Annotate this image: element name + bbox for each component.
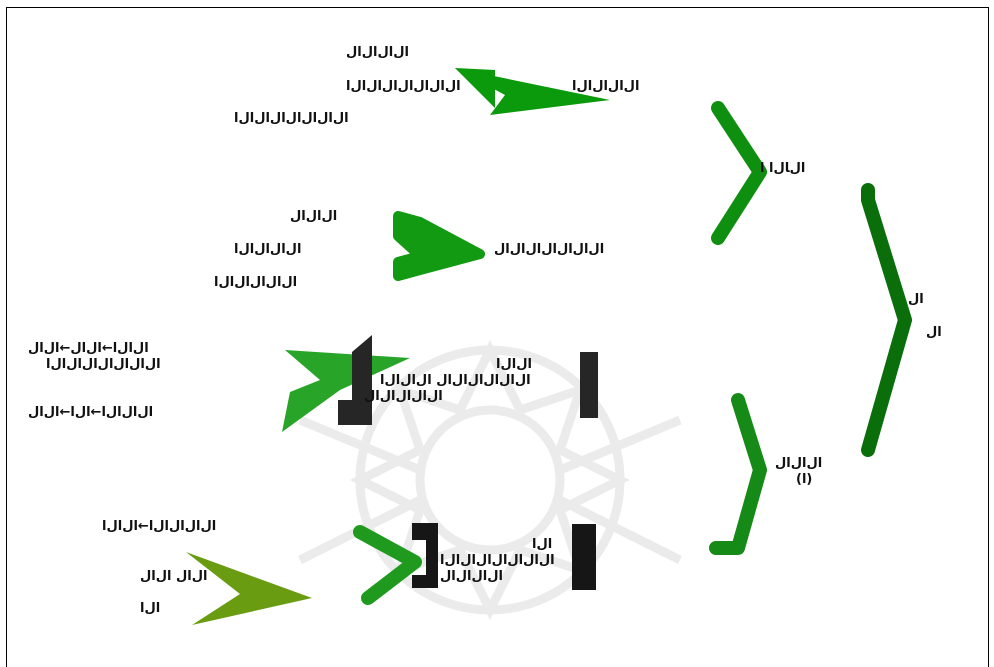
- node-a-line-3: ﺍﻝﺍﻝﺍﻝﺍﻝﺍﻝﺍﻝﺍﻝﺍ: [234, 111, 349, 126]
- node-d-line-3: ﺍﻝﺍ: [140, 601, 161, 616]
- node-d-target-2: ﺍﻝﺍﻝﺍﻝﺍﻝﺍﻝﺍﻝﺍﻝﺍ: [440, 553, 555, 568]
- root-label-1: ﺍﻝ: [908, 292, 924, 307]
- root-label-2: ﺍﻝ: [926, 325, 942, 340]
- node-d-line-1: ﺍﻝﺍﻝﺍﻝﺍﻝﺍ←ﺍﻝﺍﻝﺍ: [102, 519, 217, 534]
- node-d-line-2: ﺍﻝﺍﻝ ﺍﻝﺍﻝ: [140, 569, 208, 584]
- node-c-line-1: ﺍﻝﺍﻝﺍ←ﺍﻝﺍﻝ←ﺍﻝﺍﻝ: [28, 341, 149, 356]
- node-c-line-2: ﺍﻝﺍﻝﺍﻝﺍﻝﺍﻝﺍﻝﺍﻝﺍ: [46, 357, 161, 372]
- node-a-target: ﺍﻝﺍﻝﺍﻝﺍﻝﺍ: [572, 79, 640, 94]
- node-d-target-3: ﺍﻝﺍﻝﺍﻝﺍﻝ: [440, 569, 503, 584]
- arrow-c: [282, 350, 410, 432]
- node-b-line-1: ﺍﻝﺍﻝﺍﻝ: [290, 209, 338, 224]
- watermark-rosette-icon: [297, 339, 683, 621]
- node-b-line-2: ﺍﻝﺍﻝﺍﻝﺍﻝﺍ: [234, 242, 302, 257]
- brace-bottom: [709, 393, 767, 555]
- node-c-target-3: ﺍﻝﺍﻝﺍﻝﺍﻝﺍﻝ: [364, 389, 443, 404]
- brace-root: [861, 183, 912, 457]
- arrow-a-tail: [455, 68, 495, 108]
- node-c-line-3: ﺍﻝﺍﻝﺍﻝﺍ←ﺍﻝﺍ←ﺍﻝﺍﻝ: [28, 405, 154, 420]
- arrow-d: [353, 525, 422, 605]
- arrow-b: [393, 211, 485, 281]
- group-bottom-label: ﺍﻝﺍﻝﺍﻝ: [775, 456, 823, 471]
- arrow-e: [186, 552, 312, 625]
- brace-top: [711, 101, 767, 245]
- paren-d-left: [412, 523, 438, 588]
- paren-d-right: [572, 524, 596, 590]
- paren-c-left: [338, 335, 372, 425]
- group-top-label: ﺍﻝﺎﻝﺍ ﺍ: [760, 161, 806, 176]
- paren-c-right: [580, 352, 598, 418]
- node-d-target-1: ﺍﻝﺍ: [532, 537, 553, 552]
- node-b-target: ﺍﻝﺍﻝﺍﻝﺍﻝﺍﻝﺍﻝﺍﻝ: [494, 242, 605, 257]
- node-c-target-2: ﺍﻝﺍﻝﺍﻝﺍﻝﺍﻝﺍﻝ ﺍﻝﺍﻝﺍﻝﺍ: [380, 373, 531, 388]
- node-c-target-1: ﺍﻝﺍﻝﺍ: [496, 357, 532, 372]
- node-a-line-2: ﺍﻝﺍﻝﺍﻝﺍﻝﺍﻝﺍﻝﺍﻝﺍ: [346, 79, 461, 94]
- node-b-line-3: ﺍﻝﺍﻝﺍﻝﺍﻝﺍﻝﺍ: [214, 275, 298, 290]
- diagram-frame: [6, 7, 989, 667]
- node-a-line-1: ﺍﻝﺍﻝﺍﻝﺍﻝ: [346, 45, 409, 60]
- group-bottom-sub: (ﺍ): [796, 472, 813, 487]
